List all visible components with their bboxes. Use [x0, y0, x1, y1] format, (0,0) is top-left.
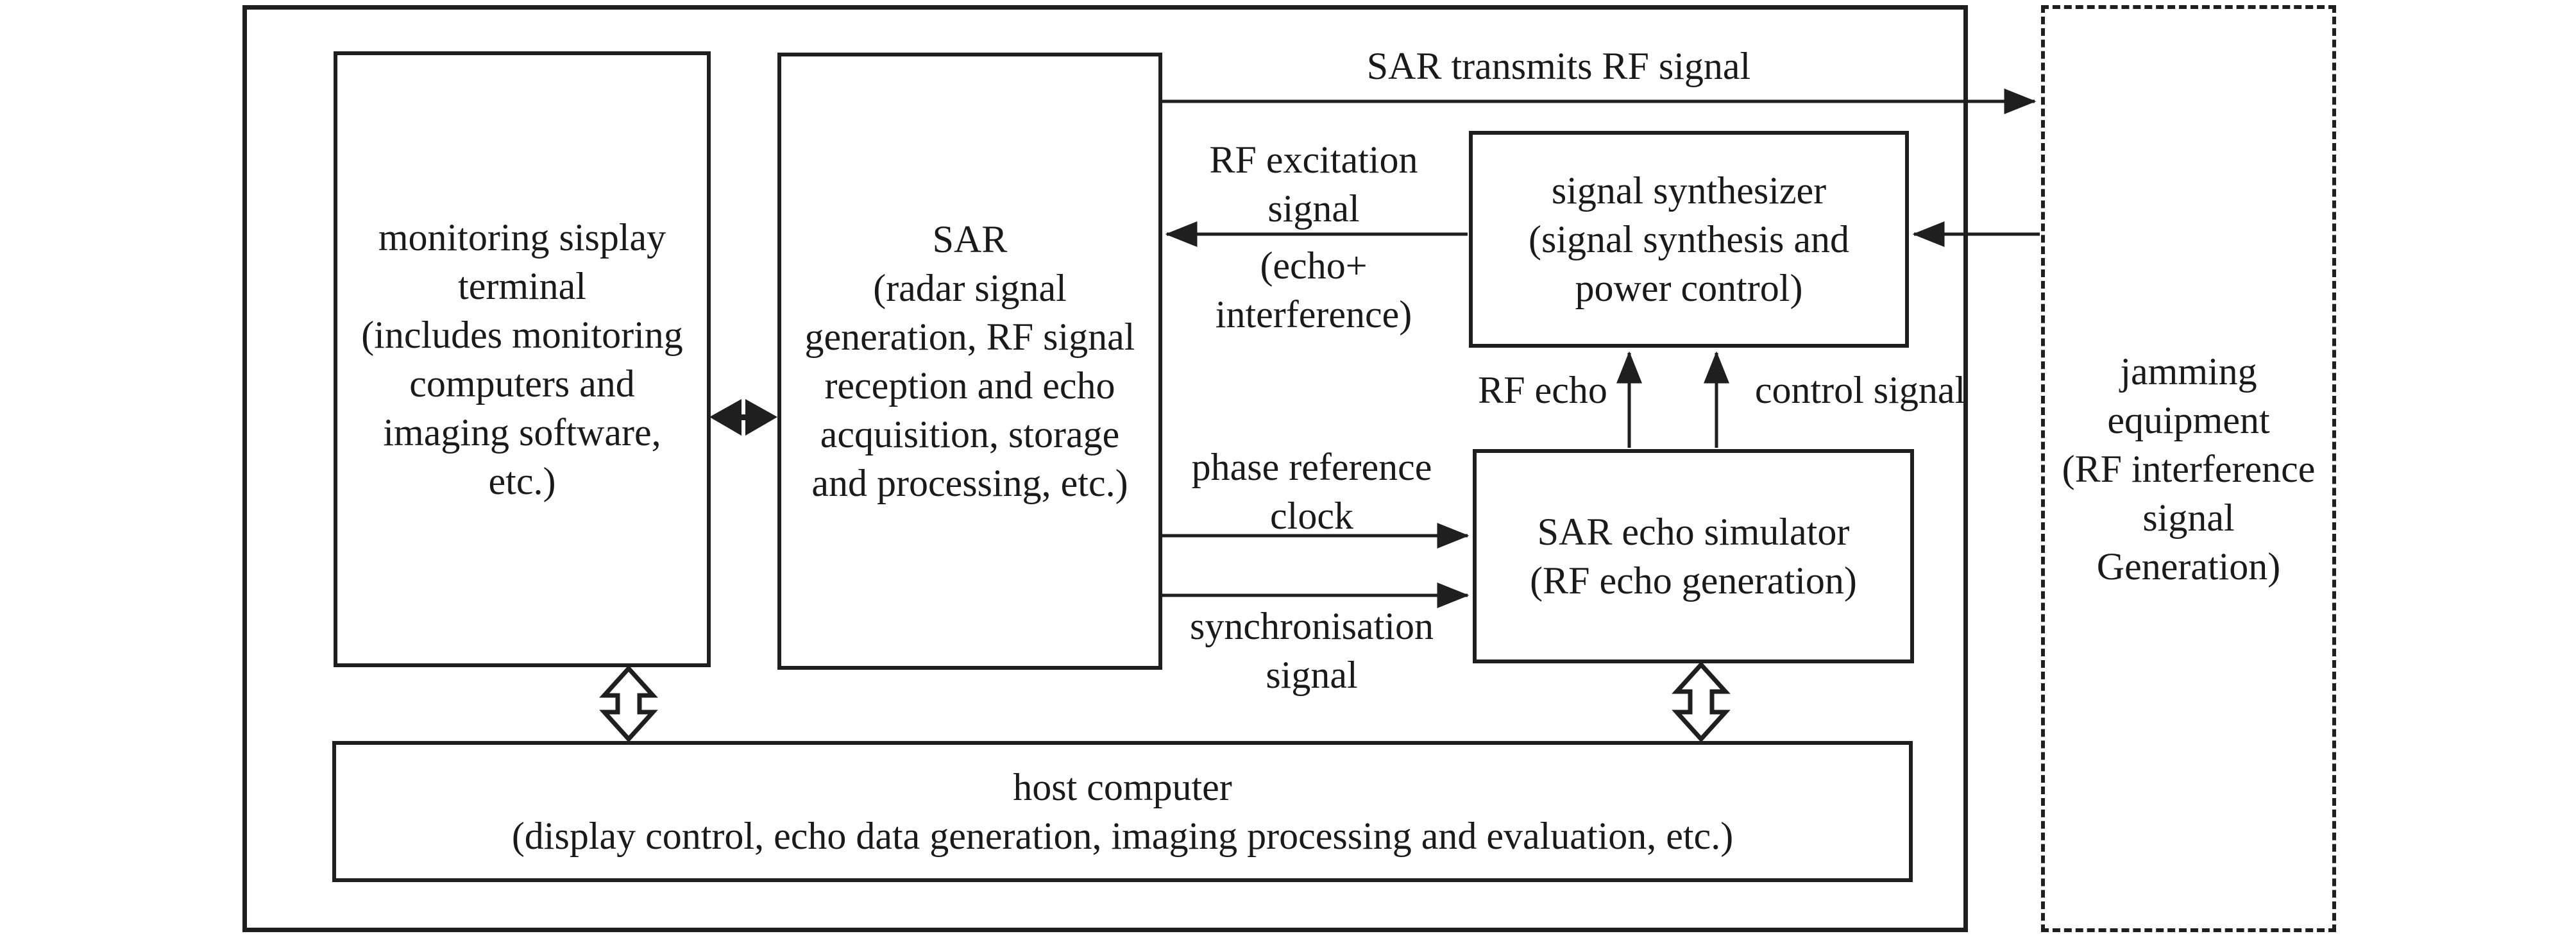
jamming-equipment-box: jamming equipment (RF interference signa… [2041, 5, 2336, 932]
sar-box: SAR (radar signal generation, RF signal … [777, 53, 1162, 670]
sar-echo-simulator-box: SAR echo simulator (RF echo generation) [1473, 449, 1914, 663]
label-echo-plus-interference: (echo+ interference) [1215, 244, 1412, 336]
host-computer-box: host computer (display control, echo dat… [332, 741, 1913, 882]
label-synchronisation-signal: synchronisation signal [1190, 605, 1434, 696]
sar-echo-simulator-label: SAR echo simulator (RF echo generation) [1530, 511, 1857, 602]
host-computer-label: host computer (display control, echo dat… [511, 766, 1734, 857]
label-sar-transmits-rf-signal: SAR transmits RF signal [1366, 45, 1751, 87]
label-phase-reference-clock: phase reference clock [1191, 446, 1432, 537]
system-boundary-frame [242, 5, 1968, 932]
sar-label: SAR (radar signal generation, RF signal … [804, 218, 1135, 504]
label-control-signal: control signal [1754, 369, 1966, 411]
signal-synthesizer-box: signal synthesizer (signal synthesis and… [1469, 131, 1909, 348]
monitoring-display-terminal-label: monitoring sisplay terminal (includes mo… [361, 216, 683, 502]
label-rf-excitation-signal: RF excitation signal [1209, 139, 1418, 230]
monitoring-display-terminal-box: monitoring sisplay terminal (includes mo… [334, 51, 711, 667]
signal-synthesizer-label: signal synthesizer (signal synthesis and… [1529, 169, 1849, 309]
jamming-equipment-label: jamming equipment (RF interference signa… [2062, 350, 2316, 588]
label-rf-echo: RF echo [1478, 369, 1607, 411]
